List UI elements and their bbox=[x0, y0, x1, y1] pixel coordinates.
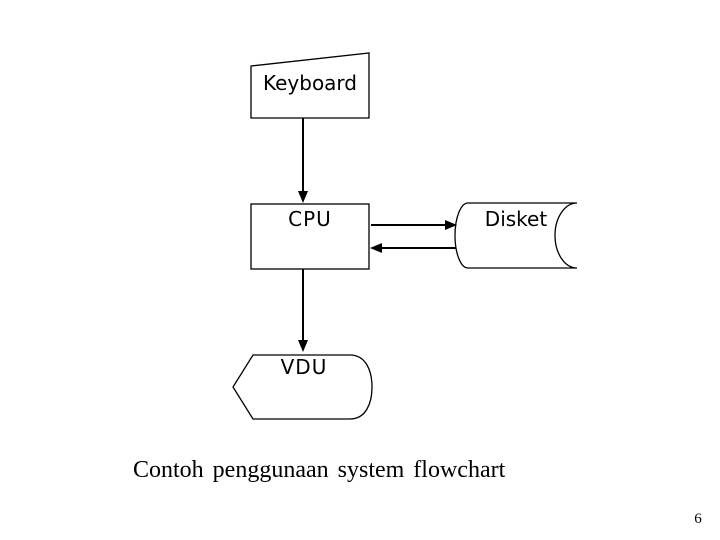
slide-caption: Contoh penggunaan system flowchart bbox=[133, 457, 506, 483]
arrow-disket-to-cpu-head bbox=[370, 243, 382, 253]
disket-storage-shape bbox=[454, 202, 578, 269]
arrow-keyboard-to-cpu-head bbox=[298, 191, 308, 203]
keyboard-node-label: Keyboard bbox=[262, 71, 357, 95]
arrow-cpu-to-vdu-head bbox=[298, 340, 308, 352]
page-number: 6 bbox=[694, 511, 702, 527]
keyboard-manual-input-shape bbox=[250, 52, 370, 119]
cpu-node-label: CPU bbox=[288, 207, 332, 231]
arrow-cpu-to-disket-head bbox=[445, 220, 457, 230]
vdu-node-label: VDU bbox=[280, 355, 328, 379]
vdu-display-shape bbox=[232, 354, 373, 420]
cpu-process-shape bbox=[250, 203, 370, 270]
disket-node-label: Disket bbox=[484, 207, 548, 231]
